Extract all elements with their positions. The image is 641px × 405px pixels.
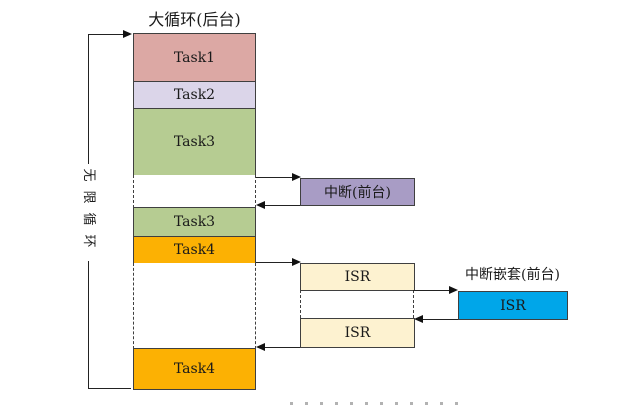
infinite-loop-label: 无限循环 bbox=[80, 164, 97, 261]
diagram-title: 大循环(后台) bbox=[148, 10, 241, 29]
nested-call-line bbox=[413, 290, 450, 291]
loop-arrowhead-icon bbox=[123, 30, 132, 38]
nested-return-arrowhead-icon bbox=[414, 315, 423, 323]
task3-resume-block: Task3 bbox=[133, 207, 256, 237]
task3-block: Task3 bbox=[133, 108, 256, 176]
task3-resume-label: Task3 bbox=[173, 214, 216, 230]
nested-isr-block: ISR bbox=[458, 291, 568, 320]
task4-resume-block: Task4 bbox=[133, 348, 256, 390]
task4-block: Task4 bbox=[133, 236, 256, 264]
nested-isr-label: ISR bbox=[500, 297, 526, 314]
isr-gap-dash-right bbox=[413, 290, 414, 318]
task3-label: Task3 bbox=[173, 134, 216, 150]
interrupt-label: 中断(前台) bbox=[324, 185, 391, 201]
isr-call-line bbox=[256, 262, 293, 263]
suspended-gap-isr bbox=[133, 263, 256, 349]
isr-second-block: ISR bbox=[300, 318, 415, 348]
isr-first-block: ISR bbox=[300, 263, 415, 291]
task4-resume-label: Task4 bbox=[173, 361, 216, 377]
loop-line-top bbox=[88, 34, 123, 35]
task2-label: Task2 bbox=[173, 87, 216, 103]
nested-interrupt-title: 中断嵌套(前台) bbox=[465, 267, 560, 283]
task2-block: Task2 bbox=[133, 81, 256, 109]
interrupt-return-arrowhead-icon bbox=[256, 201, 265, 209]
isr-second-label: ISR bbox=[344, 325, 371, 341]
task4-label: Task4 bbox=[173, 242, 216, 258]
isr-call-arrowhead-icon bbox=[292, 258, 301, 266]
interrupt-return-line bbox=[264, 205, 300, 206]
nested-return-line bbox=[422, 319, 458, 320]
task1-label: Task1 bbox=[173, 49, 216, 66]
task1-block: Task1 bbox=[133, 33, 256, 82]
isr-gap-dash-left bbox=[300, 290, 301, 318]
isr-return-line bbox=[264, 347, 300, 348]
interrupt-block: 中断(前台) bbox=[300, 178, 415, 206]
interrupt-call-line bbox=[256, 177, 293, 178]
nested-call-arrowhead-icon bbox=[449, 286, 458, 294]
caption-cutoff-marks bbox=[290, 402, 462, 405]
suspended-gap-interrupt bbox=[133, 175, 256, 208]
loop-line-bottom bbox=[88, 388, 131, 389]
isr-first-label: ISR bbox=[344, 269, 371, 285]
interrupt-call-arrowhead-icon bbox=[292, 173, 301, 181]
isr-return-arrowhead-icon bbox=[256, 343, 265, 351]
